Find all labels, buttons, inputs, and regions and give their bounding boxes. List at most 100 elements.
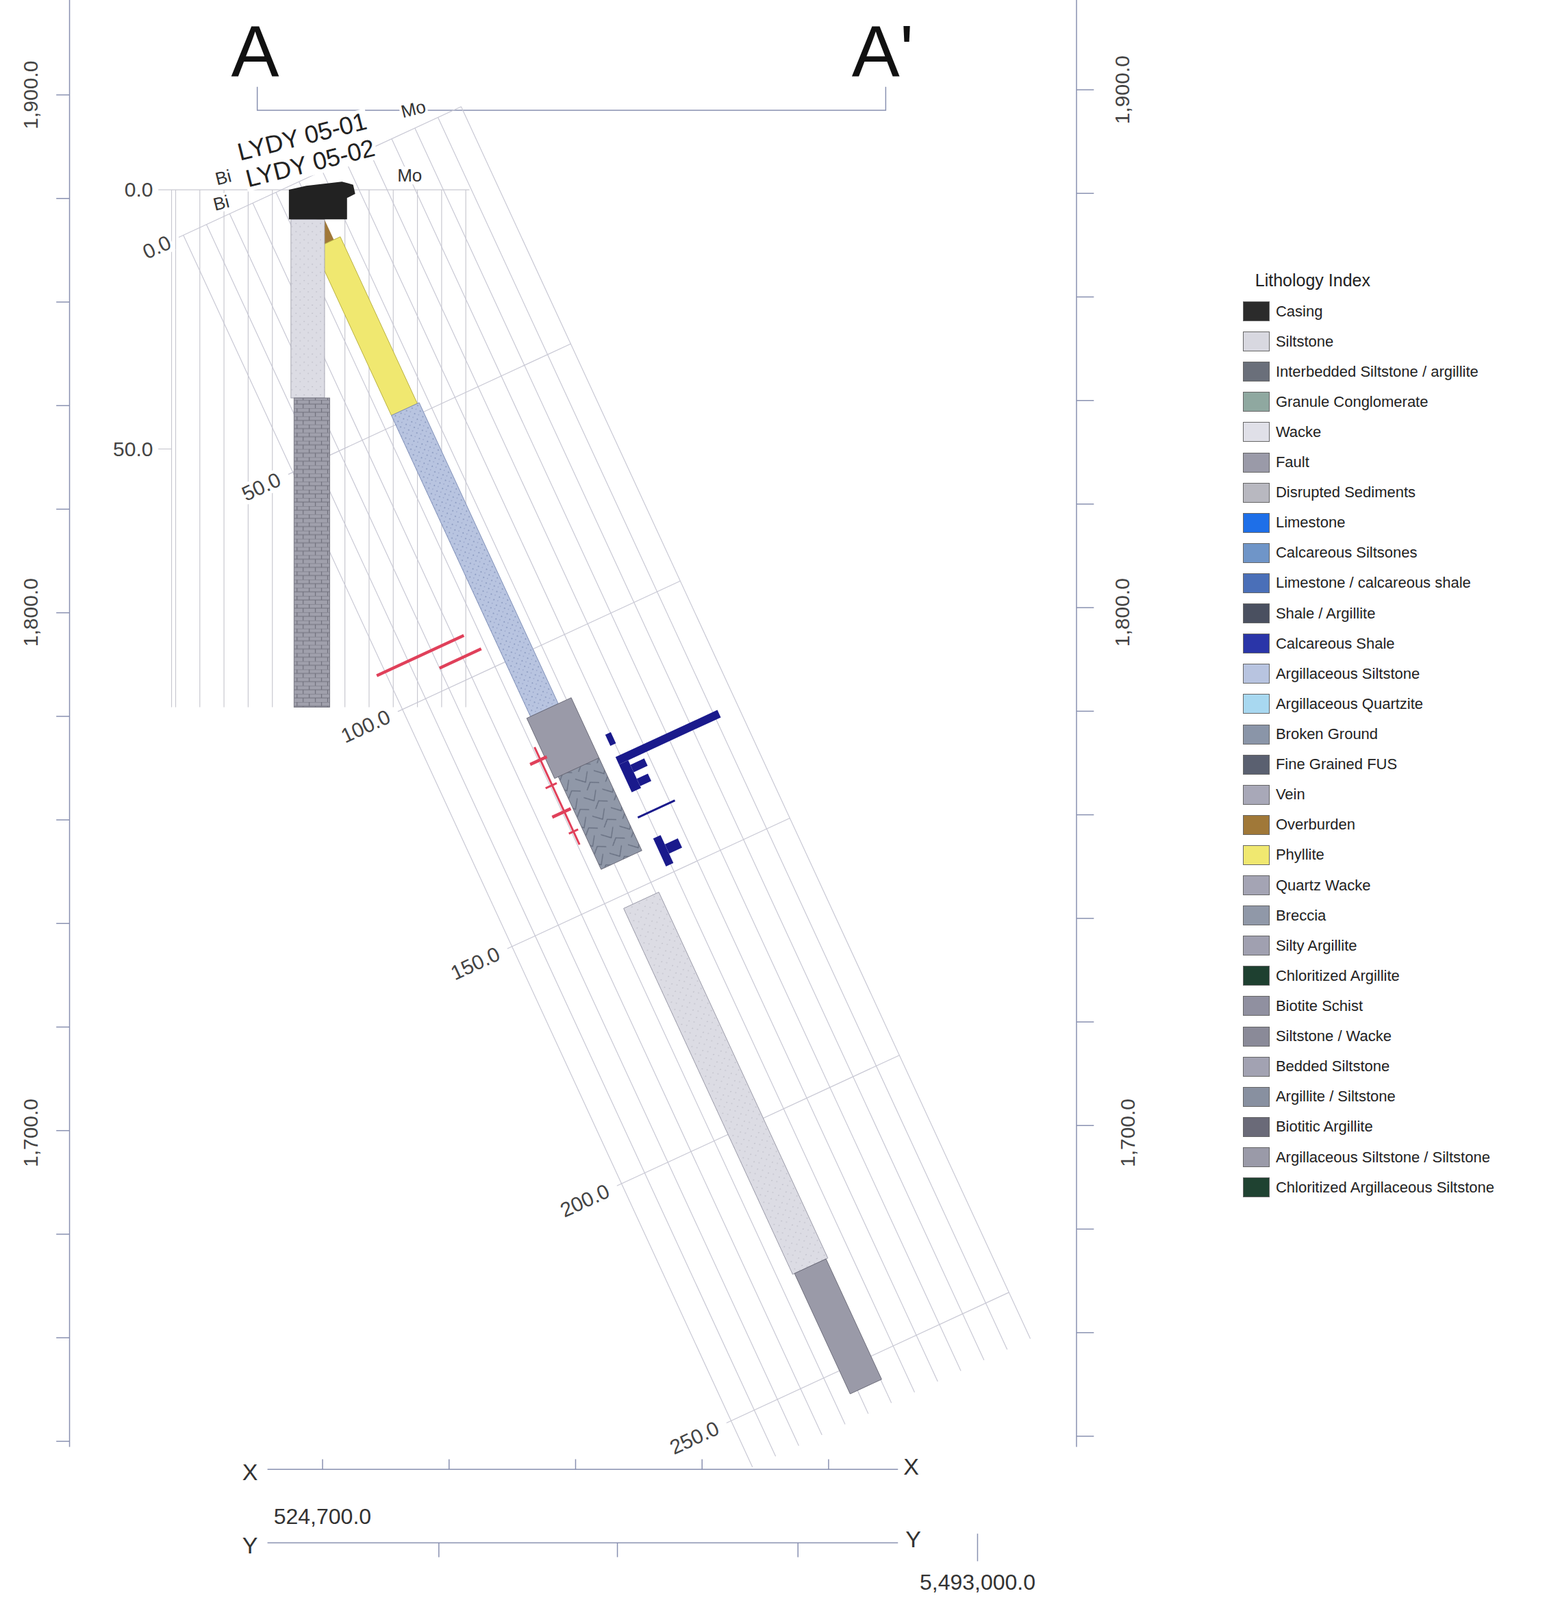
- legend-text: Fine Grained FUS: [1275, 756, 1398, 772]
- grid-line: [1076, 917, 1094, 919]
- grid-line: [827, 1458, 829, 1469]
- elevation-label: 1,700.0: [20, 1098, 42, 1167]
- vertical-hole: [288, 181, 356, 707]
- legend-text: Granule Conglomerate: [1275, 394, 1429, 410]
- grid-line: [56, 819, 70, 820]
- legend-swatch: [1242, 543, 1270, 563]
- legend-row: Silty Argillite: [1242, 935, 1358, 957]
- legend-swatch: [1242, 1056, 1270, 1077]
- legend-text: Siltstone / Wacke: [1275, 1028, 1392, 1044]
- legend-row: Granule Conglomerate: [1242, 391, 1429, 413]
- legend-text: Silty Argillite: [1275, 938, 1358, 954]
- grid-line: [223, 189, 224, 707]
- legend-row: Argillaceous Siltstone / Siltstone: [1242, 1147, 1491, 1168]
- grid-line: [465, 189, 467, 707]
- legend-row: Siltstone / Wacke: [1242, 1025, 1392, 1047]
- legend-row: Argillaceous Quartzite: [1242, 693, 1424, 715]
- legend-swatch: [1242, 1116, 1270, 1137]
- legend-swatch: [1242, 875, 1270, 896]
- legend-swatch: [1242, 1086, 1270, 1107]
- legend-row: Casing: [1242, 301, 1323, 322]
- legend-text: Argillite / Siltstone: [1275, 1088, 1396, 1104]
- grid-line: [56, 612, 70, 613]
- elevation-label: 1,800.0: [1112, 577, 1133, 647]
- legend-text: Biotite Schist: [1275, 998, 1363, 1014]
- wacke: [623, 892, 828, 1275]
- grid-line: [56, 923, 70, 924]
- legend-row: Siltstone: [1242, 331, 1334, 352]
- mo-assay: [600, 687, 768, 869]
- grid-line: [438, 117, 1008, 1350]
- legend-text: Casing: [1275, 304, 1323, 320]
- grid-line: [56, 1233, 70, 1235]
- legend-row: Vein: [1242, 784, 1306, 805]
- legend-swatch: [1242, 754, 1270, 775]
- grid-line: [56, 715, 70, 717]
- legend-title: Lithology Index: [1255, 271, 1371, 289]
- elevation-label: 1,800.0: [20, 577, 42, 647]
- legend-text: Siltstone: [1275, 334, 1334, 350]
- grid-line: [56, 404, 70, 406]
- grid-line: [1076, 1124, 1094, 1126]
- legend-swatch: [1242, 391, 1270, 412]
- section-marker: A: [230, 15, 279, 87]
- legend-row: Bedded Siltstone: [1242, 1055, 1390, 1077]
- legend-text: Argillaceous Siltstone: [1275, 666, 1420, 682]
- coordinate-label: 5,493,000.0: [919, 1570, 1036, 1593]
- depth-label: 100.0: [336, 705, 395, 747]
- depth-label: 200.0: [556, 1179, 614, 1222]
- grid-line: [183, 234, 753, 1467]
- legend-swatch: [1242, 965, 1270, 986]
- legend-text: Bedded Siltstone: [1275, 1058, 1390, 1074]
- axis-name: Y: [905, 1527, 922, 1551]
- grid-line: [56, 508, 70, 510]
- depth-label: 50.0: [112, 438, 153, 460]
- legend-row: Breccia: [1242, 905, 1326, 926]
- grid-line: [321, 1458, 323, 1469]
- legend-row: Chloritized Argillite: [1242, 965, 1400, 987]
- legend-row: Disrupted Sediments: [1242, 482, 1416, 503]
- legend-swatch: [1242, 814, 1270, 835]
- grid-line: [247, 189, 249, 707]
- legend-row: Quartz Wacke: [1242, 875, 1372, 896]
- legend-swatch: [1242, 452, 1270, 473]
- grid-line: [1076, 399, 1094, 401]
- legend-row: Limestone: [1242, 512, 1346, 533]
- grid-line: [271, 189, 273, 707]
- legend-text: Breccia: [1275, 908, 1326, 924]
- legend-swatch: [1242, 512, 1270, 533]
- axis-name: X: [242, 1460, 259, 1484]
- grid-line: [56, 301, 70, 303]
- phyllite: [314, 236, 418, 416]
- legend-text: Argillaceous Siltstone / Siltstone: [1275, 1149, 1491, 1165]
- hole-grid: [178, 106, 1031, 1469]
- legend-swatch: [1242, 331, 1270, 352]
- legend-swatch: [1242, 905, 1270, 926]
- legend-swatch: [1242, 724, 1270, 745]
- grid-line: [1076, 1435, 1094, 1437]
- legend-row: Fault: [1242, 451, 1310, 473]
- legend-text: Calcareous Shale: [1275, 636, 1395, 652]
- legend-row: Phyllite: [1242, 844, 1325, 865]
- grid-line: [441, 189, 442, 707]
- legend-text: Biotitic Argillite: [1275, 1118, 1374, 1135]
- legend-swatch: [1242, 421, 1270, 442]
- legend-swatch: [1242, 663, 1270, 684]
- inclined-hole: [175, 106, 1031, 1471]
- grid-line: [414, 128, 985, 1361]
- grid-line: [229, 213, 799, 1446]
- grid-line: [438, 1542, 439, 1558]
- legend-text: Wacke: [1275, 424, 1322, 440]
- grid-line: [178, 106, 461, 238]
- legend-text: Broken Ground: [1275, 726, 1378, 742]
- legend-text: Vein: [1275, 786, 1306, 802]
- legend-swatch: [1242, 482, 1270, 503]
- grid-line: [345, 160, 915, 1393]
- grid-line: [56, 1440, 70, 1442]
- legend-swatch: [1242, 935, 1270, 956]
- legend-swatch: [1242, 573, 1270, 594]
- legend-row: Overburden: [1242, 814, 1356, 835]
- grid-line: [368, 189, 370, 707]
